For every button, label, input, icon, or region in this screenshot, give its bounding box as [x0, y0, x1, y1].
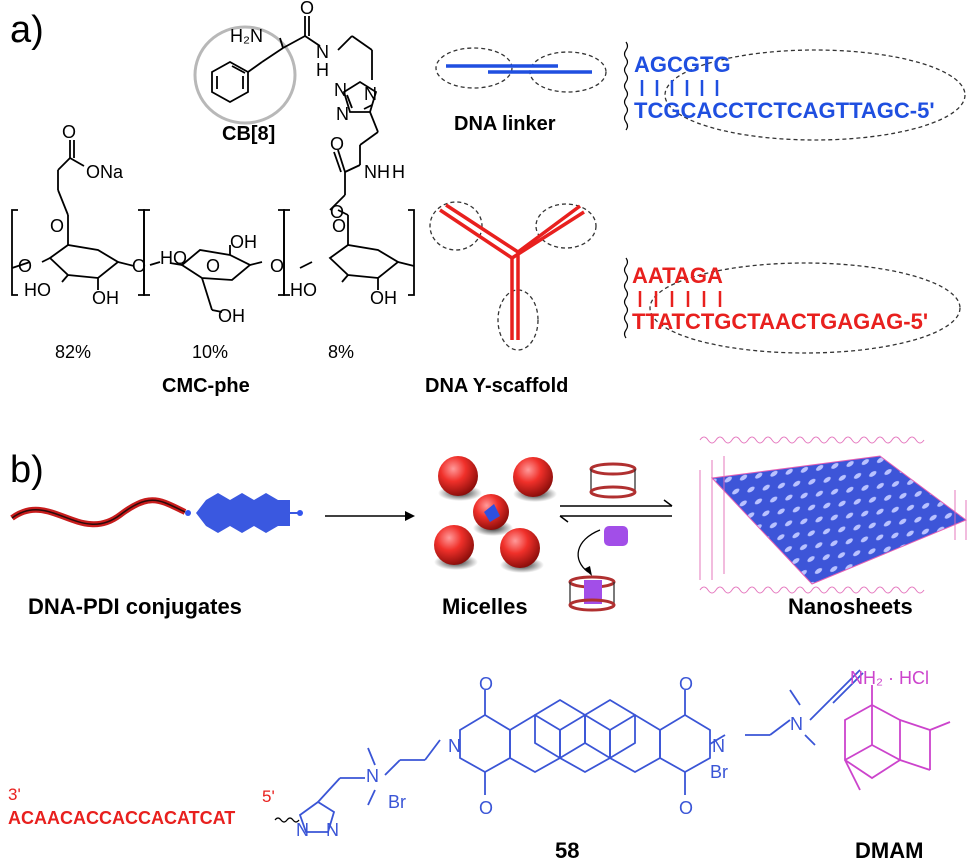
svg-text:N: N — [364, 84, 377, 104]
end-3-prime: 3' — [8, 785, 21, 804]
svg-text:O: O — [50, 216, 64, 236]
svg-text:N: N — [336, 104, 349, 124]
process-arrow — [325, 511, 415, 521]
compound-58-structure — [298, 669, 864, 833]
panel-a-label: a) — [10, 9, 44, 51]
linker-sequence: AGCGTG TCGCACCTCTCAGTTAGC-5' — [623, 41, 966, 141]
svg-text:O: O — [300, 0, 314, 18]
scaffold-sequence: AATAGA TTATCTGCTAACTGAGAG-5' — [623, 257, 961, 354]
svg-text:10%: 10% — [192, 342, 228, 362]
cmc-percents: 82% 10% 8% — [55, 342, 354, 362]
cb8-host-top-icon — [589, 462, 637, 499]
svg-text:N: N — [316, 42, 329, 62]
svg-text:8%: 8% — [328, 342, 354, 362]
svg-text:O: O — [679, 674, 693, 694]
svg-text:HO: HO — [290, 280, 317, 300]
svg-text:O: O — [132, 256, 146, 276]
svg-text:O: O — [679, 798, 693, 818]
svg-text:O: O — [270, 256, 284, 276]
cb8-dmam-complex-icon — [568, 575, 616, 612]
svg-text:H: H — [316, 60, 329, 80]
svg-text:N: N — [712, 736, 725, 756]
svg-text:O: O — [206, 256, 220, 276]
nanosheets-icon — [699, 436, 968, 594]
cmc-phe-label: CMC-phe — [162, 375, 250, 397]
dmam-formula: NH₂ · HCl — [850, 668, 929, 688]
compound-58-label: 58 — [555, 838, 579, 863]
scaffold-top-strand: AATAGA — [632, 263, 723, 288]
inclusion-arrow — [577, 529, 601, 576]
dna-linker-icon — [435, 47, 607, 93]
svg-text:Br: Br — [388, 792, 406, 812]
micelles-icon — [434, 456, 557, 573]
svg-text:N: N — [366, 766, 379, 786]
dna-linker-label: DNA linker — [454, 113, 556, 135]
svg-text:O: O — [479, 674, 493, 694]
scaffold-base-pairs — [638, 291, 722, 307]
dna-scaffold-label: DNA Y-scaffold — [425, 375, 568, 397]
dmam-label: DMAM — [855, 838, 923, 863]
svg-text:H₂N: H₂N — [230, 26, 263, 46]
svg-text:N: N — [296, 820, 309, 840]
cmc-atoms: O ONa O O HO OH O HO OH O OH O O HO OH — [18, 122, 397, 326]
end-5-prime: 5' — [262, 787, 275, 806]
dmam-structure — [844, 685, 951, 791]
cmc-phe-structure — [11, 140, 415, 313]
svg-text:O: O — [479, 798, 493, 818]
svg-text:OH: OH — [230, 232, 257, 252]
dna-scaffold-icon — [429, 201, 597, 351]
svg-text:OH: OH — [92, 288, 119, 308]
svg-text:N: N — [334, 80, 347, 100]
dna-sequence: ACAACACCACCACATCAT — [8, 808, 235, 828]
svg-text:O: O — [332, 216, 346, 236]
svg-text:N: N — [326, 820, 339, 840]
linker-top-strand: AGCGTG — [634, 52, 731, 77]
dmam-guest-icon — [604, 526, 628, 546]
panel-b-label: b) — [10, 449, 44, 491]
svg-text:OH: OH — [218, 306, 245, 326]
svg-text:82%: 82% — [55, 342, 91, 362]
dna-pdi-conjugate-icon — [10, 493, 303, 533]
svg-text:NH: NH — [364, 162, 390, 182]
svg-text:HO: HO — [24, 280, 51, 300]
svg-text:N: N — [790, 714, 803, 734]
micelles-label: Micelles — [442, 594, 528, 619]
nanosheets-label: Nanosheets — [788, 594, 913, 619]
compound-58-sequence: 3' 5' ACAACACCACCACATCAT — [8, 785, 300, 828]
cb8-atoms: H₂N O N H N N N O NH H O — [230, 0, 405, 222]
svg-text:ONa: ONa — [86, 162, 124, 182]
svg-text:O: O — [330, 134, 344, 154]
cb8-label: CB[8] — [222, 123, 275, 145]
equilibrium-arrows — [559, 499, 673, 523]
svg-text:N: N — [448, 736, 461, 756]
cb8-phe-structure — [193, 16, 379, 211]
svg-text:H: H — [392, 162, 405, 182]
scaffold-bottom-strand: TTATCTGCTAACTGAGAG-5' — [632, 309, 928, 334]
svg-text:HO: HO — [160, 248, 187, 268]
svg-text:O: O — [330, 202, 344, 222]
linker-base-pairs — [640, 80, 719, 96]
svg-text:Br: Br — [710, 762, 728, 782]
compound-58-atoms: N N N N O O O O N N Br Br — [296, 674, 803, 840]
svg-text:O: O — [18, 256, 32, 276]
linker-bottom-strand: TCGCACCTCTCAGTTAGC-5' — [634, 98, 935, 123]
conjugate-label: DNA-PDI conjugates — [28, 594, 242, 619]
svg-text:OH: OH — [370, 288, 397, 308]
svg-text:O: O — [62, 122, 76, 142]
